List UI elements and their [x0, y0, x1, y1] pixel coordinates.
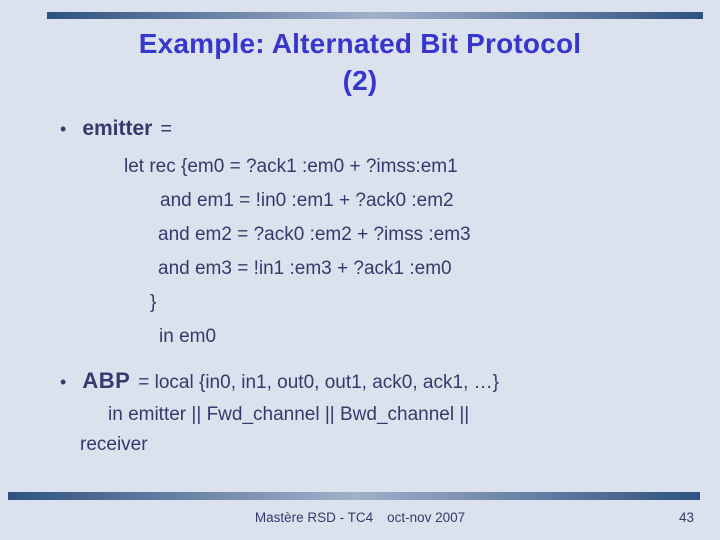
bullet-emitter: • emitter = [60, 117, 172, 141]
bottom-rule [8, 492, 700, 500]
footer-date: oct-nov 2007 [387, 510, 466, 525]
emitter-code-line: and em1 = !in0 :em1 + ?ack0 :em2 [160, 190, 454, 211]
bullet-icon: • [60, 119, 67, 139]
bullet-icon: • [60, 372, 67, 392]
emitter-code-line: let rec {em0 = ?ack1 :em0 + ?imss:em1 [124, 156, 458, 177]
abp-continuation-line: in emitter || Fwd_channel || Bwd_channel… [108, 404, 470, 425]
abp-definition: = local {in0, in1, out0, out1, ack0, ack… [138, 372, 499, 393]
emitter-code-line: } [150, 292, 157, 313]
bullet-abp: • ABP = local {in0, in1, out0, out1, ack… [60, 368, 499, 394]
emitter-code-line: and em3 = !in1 :em3 + ?ack1 :em0 [158, 258, 452, 279]
footer: Mastère RSD - TC4 oct-nov 2007 [0, 510, 720, 525]
emitter-code-line: in em0 [159, 326, 217, 347]
slide-title: Example: Alternated Bit Protocol (2) [0, 25, 720, 99]
footer-course: Mastère RSD - TC4 [254, 510, 374, 525]
abp-term: ABP [82, 368, 131, 393]
title-line-2: (2) [342, 65, 378, 96]
emitter-term: emitter [82, 117, 153, 140]
emitter-code-line: and em2 = ?ack0 :em2 + ?imss :em3 [158, 224, 471, 245]
page-number: 43 [678, 510, 694, 525]
top-rule [47, 12, 703, 19]
abp-continuation-line: receiver [80, 434, 148, 455]
emitter-equals: = [160, 118, 173, 140]
title-line-1: Example: Alternated Bit Protocol [138, 28, 582, 59]
